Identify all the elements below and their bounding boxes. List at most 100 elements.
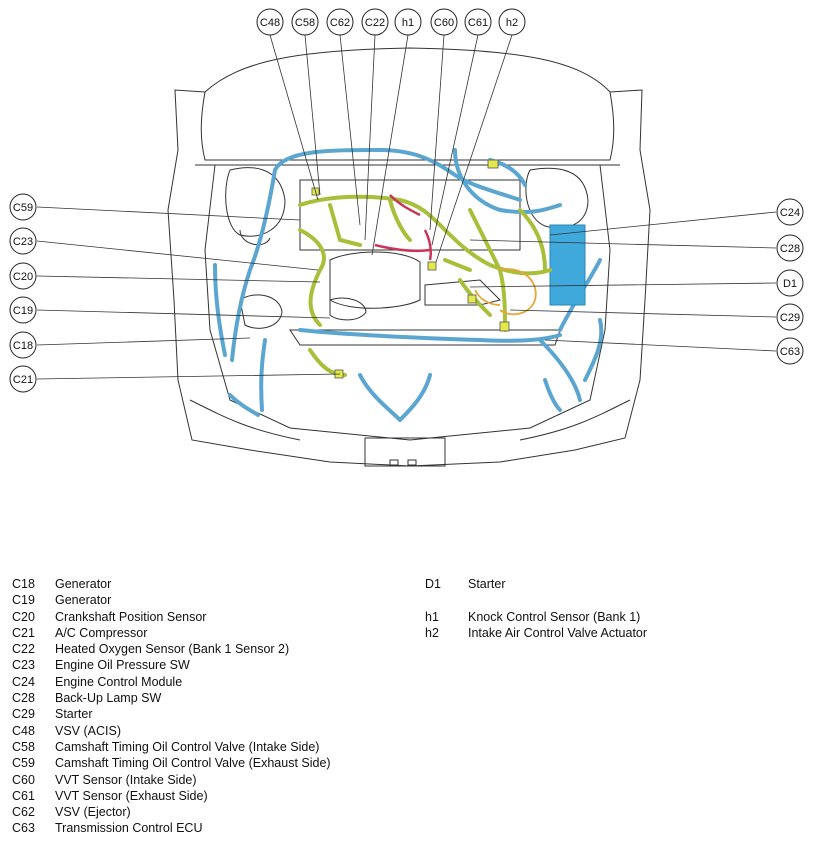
legend-row: C63 Transmission Control ECU <box>12 820 331 836</box>
callout-label: C58 <box>295 17 315 29</box>
legend-name: Generator <box>55 593 112 608</box>
legend-row: C23 Engine Oil Pressure SW <box>12 657 331 673</box>
legend-name: A/C Compressor <box>55 625 148 640</box>
vehicle-body-outline <box>167 47 651 467</box>
legend-name: Engine Control Module <box>55 674 183 689</box>
legend-name: Engine Oil Pressure SW <box>55 658 190 673</box>
legend-code: C48 <box>12 723 35 738</box>
legend-name: VSV (Ejector) <box>55 805 131 820</box>
legend-name: Starter <box>55 707 93 722</box>
callouts-left-labels: C59 C23 C20 C19 C18 C21 <box>13 202 33 386</box>
legend-code: h2 <box>425 625 439 640</box>
legend-row: C28 Back-Up Lamp SW <box>12 690 331 706</box>
legend-code: h1 <box>425 609 439 624</box>
legend-code: C28 <box>12 691 35 706</box>
legend-row: D1 Starter <box>425 576 647 592</box>
engine-wiring-diagram: C48 C58 C62 C22 h1 C60 C61 h2 C59 C23 C2… <box>9 8 804 467</box>
legend-code: C60 <box>12 772 35 787</box>
callout-c61 <box>464 8 492 36</box>
legend-row: C48 VSV (ACIS) <box>12 723 331 739</box>
callout-c60 <box>430 8 458 36</box>
legend-row: C62 VSV (Ejector) <box>12 804 331 820</box>
legend-name: Heated Oxygen Sensor (Bank 1 Sensor 2) <box>55 642 290 657</box>
callout-label: C61 <box>468 17 488 29</box>
legend-name: Starter <box>468 577 506 591</box>
harness-red <box>374 194 433 261</box>
legend-code: C18 <box>12 577 35 591</box>
legend-code: C24 <box>12 674 35 689</box>
legend-name: Camshaft Timing Oil Control Valve (Intak… <box>55 739 320 754</box>
callout-label: C23 <box>13 236 33 248</box>
legend-code <box>425 592 468 608</box>
callout-h2 <box>498 8 526 36</box>
legend-row: h2 Intake Air Control Valve Actuator <box>425 625 647 641</box>
legend-row: C18 Generator <box>12 576 331 592</box>
legend-code: C21 <box>12 625 35 640</box>
callout-label: C48 <box>260 17 280 29</box>
legend-row: C21 A/C Compressor <box>12 625 331 641</box>
legend-row: C61 VVT Sensor (Exhaust Side) <box>12 788 331 804</box>
callout-c62 <box>326 8 354 36</box>
legend-code: D1 <box>425 577 441 591</box>
legend-code: C58 <box>12 739 35 754</box>
callout-label: C29 <box>780 312 800 324</box>
legend-code: C20 <box>12 609 35 624</box>
callouts-top-labels: C48 C58 C62 C22 h1 C60 C61 h2 <box>260 17 518 29</box>
legend-row: C58 Camshaft Timing Oil Control Valve (In… <box>12 739 331 755</box>
legend-name: Generator <box>55 577 112 591</box>
legend-name: Intake Air Control Valve Actuator <box>468 625 648 640</box>
callout-label: C19 <box>13 305 33 317</box>
callouts-right-labels: C24 C28 D1 C29 C63 <box>780 207 800 358</box>
callout-label: C28 <box>780 243 800 255</box>
legend-name: Back-Up Lamp SW <box>55 691 162 706</box>
legend-row: h1 Knock Control Sensor (Bank 1) <box>425 609 647 625</box>
callout-label: C62 <box>330 17 350 29</box>
callout-label: h1 <box>402 17 414 29</box>
legend-code: C62 <box>12 805 35 820</box>
legend-name: Knock Control Sensor (Bank 1) <box>468 609 641 624</box>
callout-h1 <box>394 8 422 36</box>
callout-label: D1 <box>783 278 797 290</box>
callout-label: C18 <box>13 340 33 352</box>
legend-name: Camshaft Timing Oil Control Valve (Exhau… <box>55 756 331 771</box>
legend-row: C29 Starter <box>12 706 331 722</box>
callout-label: C21 <box>13 374 33 386</box>
callout-label: h2 <box>506 17 518 29</box>
legend-row: C22 Heated Oxygen Sensor (Bank 1 Sensor 2… <box>12 641 331 657</box>
legend-code: C29 <box>12 707 35 722</box>
legend-name: VSV (ACIS) <box>55 723 121 738</box>
legend-name: Crankshaft Position Sensor <box>55 609 207 624</box>
legend-name: VVT Sensor (Exhaust Side) <box>55 788 208 803</box>
legend-code: C59 <box>12 756 35 771</box>
legend-row: C19 Generator <box>12 592 331 608</box>
harness-orange <box>474 268 537 316</box>
legend-code: C23 <box>12 658 35 673</box>
harness-blue <box>213 147 604 422</box>
callouts-left <box>9 193 37 393</box>
callout-c48 <box>256 8 284 36</box>
callouts-right <box>776 198 804 365</box>
callouts-top <box>256 8 526 36</box>
leader-lines <box>36 34 777 380</box>
callout-label: C24 <box>780 207 800 219</box>
callout-label: C20 <box>13 271 33 283</box>
legend-row: C59 Camshaft Timing Oil Control Valve (Ex… <box>12 755 331 771</box>
callout-label: C59 <box>13 202 33 214</box>
legend-row <box>425 592 647 608</box>
callout-c22 <box>361 8 389 36</box>
callout-label: C60 <box>434 17 454 29</box>
legend-row: C60 VVT Sensor (Intake Side) <box>12 772 331 788</box>
legend-code: C61 <box>12 788 35 803</box>
legend-code: C22 <box>12 642 35 657</box>
legend-name: VVT Sensor (Intake Side) <box>55 772 197 787</box>
legend-row: C20 Crankshaft Position Sensor <box>12 609 331 625</box>
legend-row: C24 Engine Control Module <box>12 674 331 690</box>
legend-name: Transmission Control ECU <box>55 821 203 836</box>
callout-c58 <box>291 8 319 36</box>
callout-label: C63 <box>780 346 800 358</box>
callout-label: C22 <box>365 17 385 29</box>
legend-code: C63 <box>12 821 35 836</box>
legend-right: D1 Starter h1 Knock Control Sensor (Bank 1)… <box>425 576 647 641</box>
legend-code: C19 <box>12 593 35 608</box>
